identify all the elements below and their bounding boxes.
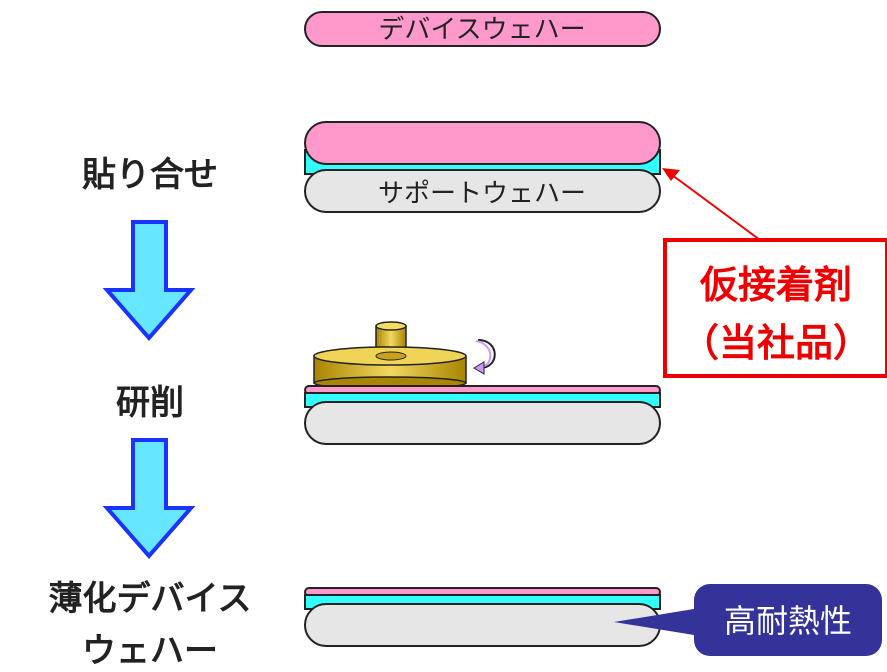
down-arrow-icon	[102, 438, 196, 560]
support-wafer	[304, 169, 661, 213]
thinned-stack	[304, 587, 661, 647]
heat-resistance-badge: 高耐熱性	[614, 584, 882, 656]
support-wafer-label: サポートウェハー	[378, 179, 586, 209]
step-grinding-label: 研削	[116, 383, 184, 423]
step-thinned-label-line1: 薄化デバイス	[49, 579, 252, 619]
adhesive-label-line1: 仮接着剤	[699, 263, 852, 307]
device-wafer	[304, 121, 661, 165]
device-wafer-top: デバイスウェハー	[304, 11, 661, 47]
grinding-wheel	[313, 321, 467, 390]
bonded-stack: サポートウェハー	[304, 121, 661, 213]
adhesive-label-line2: （当社品）	[681, 321, 871, 365]
adhesive-callout: 仮接着剤 （当社品）	[662, 168, 887, 378]
down-arrow-icon	[102, 220, 196, 342]
rotation-arrow-icon	[477, 339, 496, 369]
grinding-stack	[304, 385, 661, 445]
step-thinned-label-line2: ウェハー	[82, 631, 218, 671]
device-wafer-label: デバイスウェハー	[378, 15, 585, 45]
step-bonding-label: 貼り合せ	[82, 155, 218, 195]
heat-resistance-label: 高耐熱性	[724, 602, 852, 640]
